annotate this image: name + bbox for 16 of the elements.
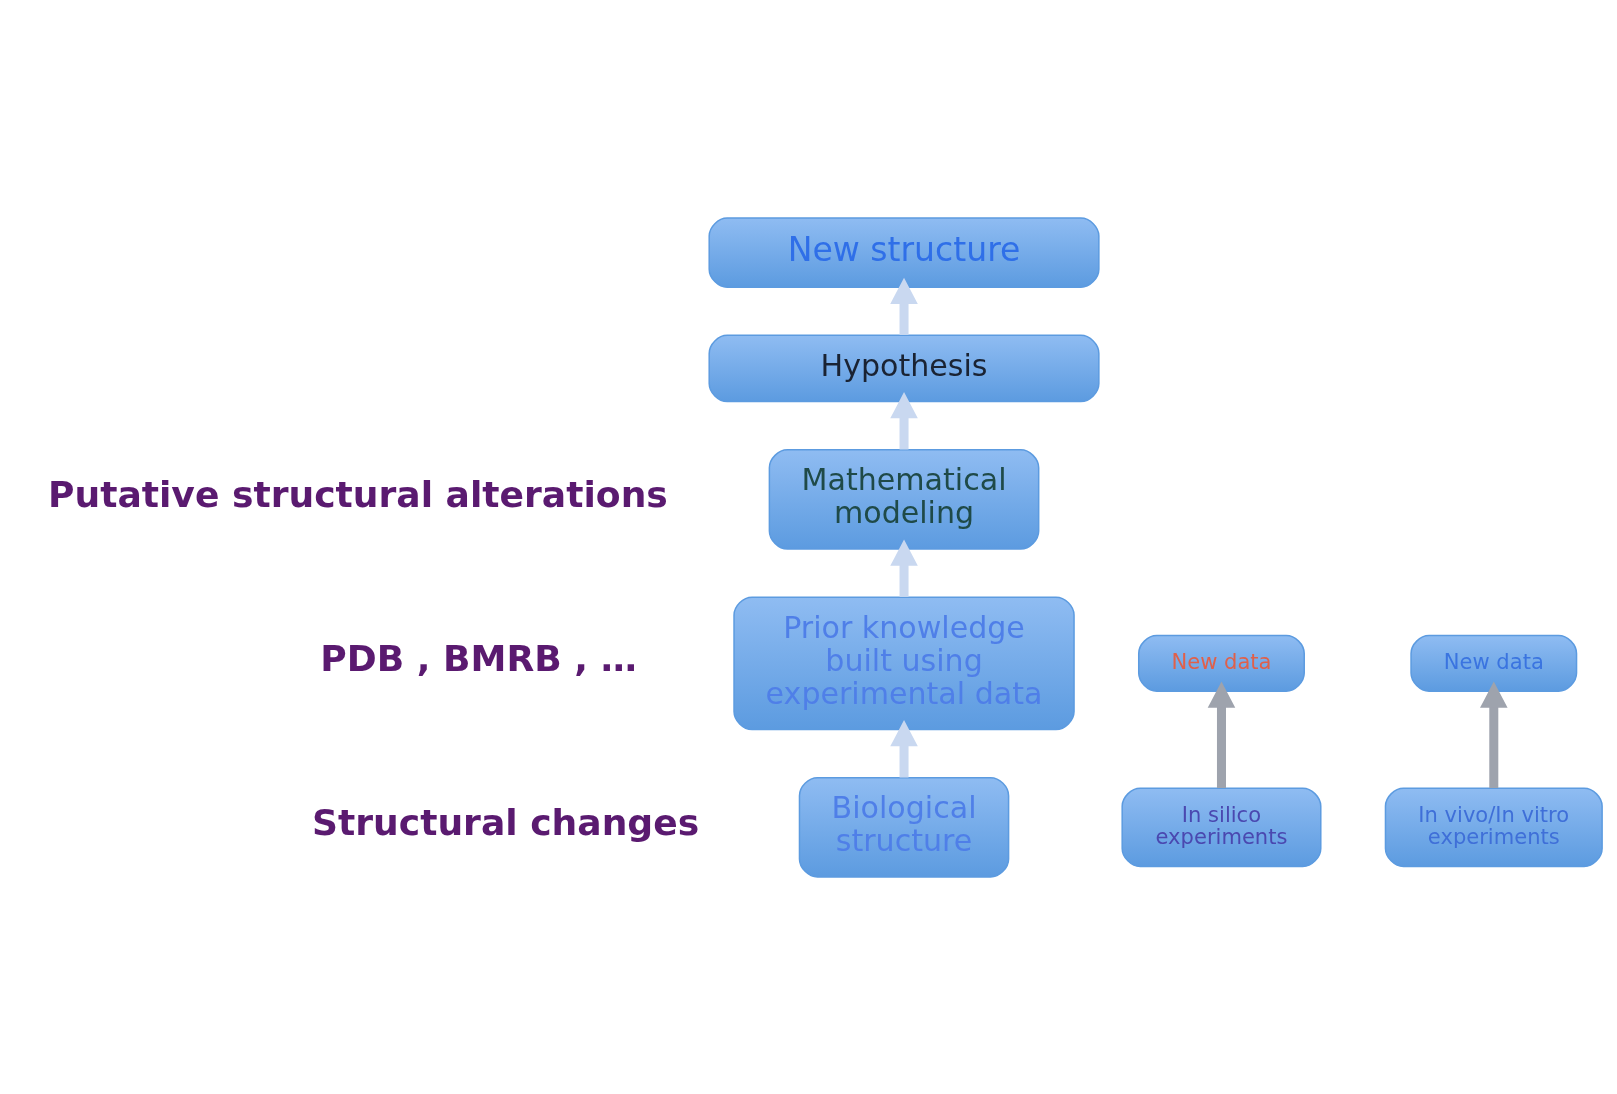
node-box: In silico experiments bbox=[1121, 786, 1322, 867]
arrow bbox=[1480, 681, 1508, 788]
arrow bbox=[890, 539, 918, 597]
arrow bbox=[890, 277, 918, 335]
arrow bbox=[890, 391, 918, 449]
label: PDB , BMRB , … bbox=[320, 636, 637, 680]
label: Putative structural alterations bbox=[47, 472, 668, 516]
node-box: Mathematical modeling bbox=[768, 448, 1040, 550]
label: Structural changes bbox=[312, 800, 700, 844]
node-box: New data bbox=[1138, 634, 1305, 692]
node-box: New structure bbox=[708, 216, 1100, 288]
arrow bbox=[1207, 681, 1236, 788]
node-box: In vivo/In vitro experiments bbox=[1384, 786, 1603, 867]
node-box: New data bbox=[1410, 634, 1578, 692]
node-box: Hypothesis bbox=[708, 334, 1100, 402]
arrow bbox=[890, 719, 918, 778]
